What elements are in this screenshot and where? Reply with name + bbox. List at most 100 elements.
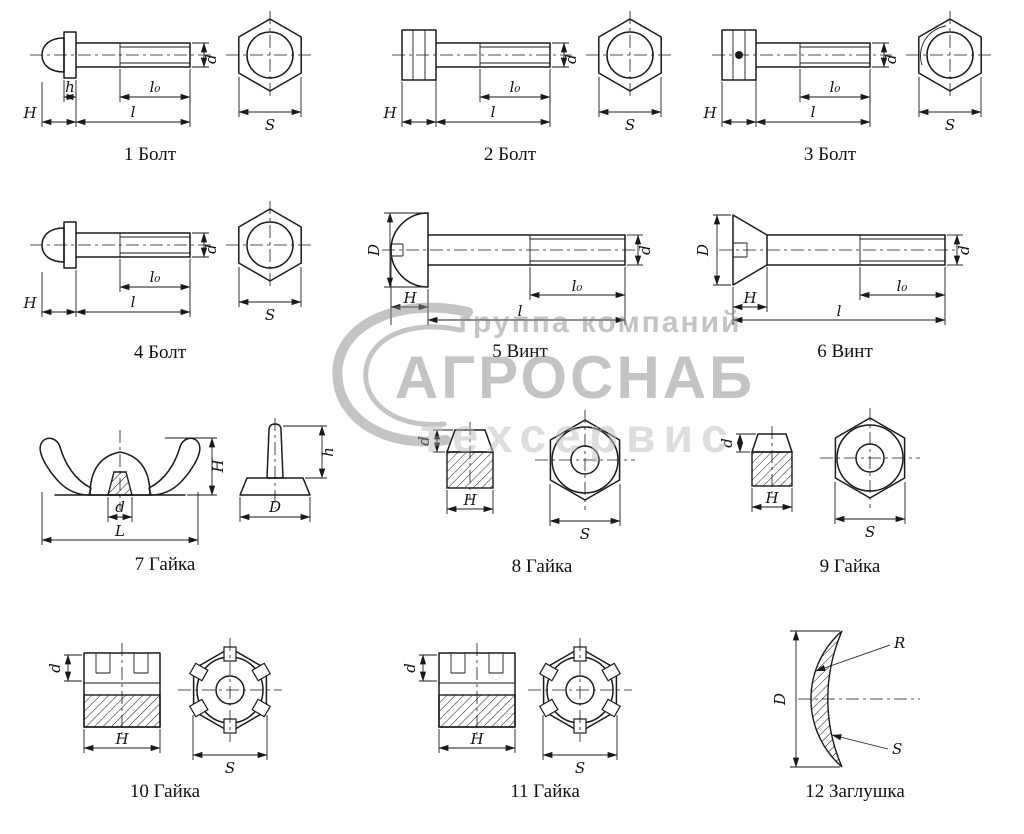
bolt-side-view: l₀ H l d — [702, 29, 900, 127]
dim-label-S: S — [265, 116, 275, 134]
figure-5-caption: 5 Винт — [492, 341, 548, 362]
dim-label-H: H — [462, 491, 477, 509]
dim-label-d: d — [401, 663, 419, 673]
figure-4-caption: 4 Болт — [134, 342, 187, 363]
figure-9-caption: 9 Гайка — [820, 556, 881, 577]
dim-label-D: D — [268, 498, 281, 516]
dim-label-S: S — [265, 306, 275, 324]
dim-label-l0: l₀ — [510, 78, 521, 96]
nut-end-view: S — [527, 637, 633, 777]
plug-shell — [810, 630, 843, 768]
figure-6-screw: D H l₀ l d 6 Винт — [694, 214, 973, 362]
dim-label-S: S — [945, 116, 955, 134]
dim-label-h: h — [65, 78, 75, 96]
bolt-end-view: S — [225, 200, 315, 324]
dim-label-h: h — [319, 447, 337, 457]
nut-side-view: d H — [401, 643, 516, 753]
bolt-end-view: S — [585, 10, 675, 134]
nut-section — [438, 694, 516, 728]
figure-6-caption: 6 Винт — [817, 341, 873, 362]
dim-label-H: H — [742, 289, 757, 307]
figure-8-nut: d H S 8 Гайка — [415, 409, 636, 577]
dim-label-H: H — [22, 294, 37, 312]
dim-label-H: H — [469, 730, 484, 748]
dim-label-H: H — [114, 730, 129, 748]
dim-label-D: D — [771, 693, 789, 706]
nut-end-view: S — [819, 407, 921, 541]
head-hole — [735, 51, 743, 59]
figure-8-caption: 8 Гайка — [512, 556, 573, 577]
dim-label-l: l — [491, 103, 496, 121]
nut-section — [83, 694, 161, 728]
nut-end-view: S — [177, 637, 283, 777]
nut-section — [751, 451, 793, 487]
figure-10-caption: 10 Гайка — [130, 781, 201, 802]
dim-label-l: l — [518, 302, 523, 320]
nut-dome — [89, 451, 151, 496]
watermark: группа компаний АГРОСНАБ техсервис — [332, 302, 752, 463]
figure-7-wing-nut: d L H D h 7 Гайка — [39, 418, 337, 575]
dim-label-S: S — [892, 740, 902, 758]
dim-label-d: d — [882, 54, 900, 64]
dim-label-S: S — [865, 523, 875, 541]
dim-label-l: l — [131, 103, 136, 121]
dim-label-d: d — [46, 663, 64, 673]
nut-side-view: d H — [718, 426, 793, 512]
figure-4-bolt: l₀ H l d S 4 Болт — [22, 200, 315, 363]
dim-label-S: S — [625, 116, 635, 134]
dim-label-d: d — [562, 54, 580, 64]
bolt-end-view: S — [225, 10, 315, 134]
dim-label-H: H — [402, 289, 417, 307]
plug-section-view: D R S — [771, 630, 920, 768]
dim-label-H: H — [702, 104, 717, 122]
dim-label-d: d — [718, 438, 736, 448]
figure-7-caption: 7 Гайка — [135, 554, 196, 575]
figure-12-caption: 12 Заглушка — [805, 781, 905, 802]
figure-11-castle-nut: d H S 11 Гайка — [401, 637, 633, 802]
nut-section — [446, 451, 494, 489]
cotter-hole-arc — [920, 25, 947, 66]
figure-11-caption: 11 Гайка — [510, 781, 580, 802]
nut-side-view: d H — [46, 643, 161, 753]
dim-label-D: D — [365, 244, 383, 257]
dim-label-l0: l₀ — [830, 78, 841, 96]
wing-nut-front-view: d L H — [39, 430, 227, 545]
dim-label-d: d — [202, 54, 220, 64]
watermark-line1: группа компаний — [459, 306, 742, 339]
bolt-side-view: l₀ H l d — [22, 221, 220, 317]
dim-label-d: d — [955, 245, 973, 255]
dim-label-l0: l₀ — [572, 277, 583, 295]
dim-label-H: H — [382, 104, 397, 122]
dim-label-d: d — [115, 498, 125, 516]
dim-label-S: S — [575, 759, 585, 777]
figure-9-nut: d H S 9 Гайка — [718, 407, 921, 577]
figure-12-plug: D R S 12 Заглушка — [771, 630, 920, 802]
figure-1-caption: 1 Болт — [124, 144, 177, 165]
figure-2-caption: 2 Болт — [484, 144, 537, 165]
watermark-line3: техсервис — [420, 410, 736, 463]
figure-3-bolt: l₀ H l d S 3 Болт — [702, 10, 995, 165]
dim-label-R: R — [893, 634, 905, 652]
dim-label-S: S — [580, 525, 590, 543]
dim-label-d: d — [202, 244, 220, 254]
wing-nut-side-view: D h — [239, 418, 337, 522]
wing-blade — [266, 423, 284, 479]
figure-3-caption: 3 Болт — [804, 144, 857, 165]
slot-cuts — [450, 653, 504, 674]
dim-label-l0: l₀ — [150, 268, 161, 286]
bolt-end-view: S — [905, 10, 995, 134]
thread-section — [107, 471, 133, 496]
figure-2-bolt: l₀ H l d S 2 Болт — [382, 10, 675, 165]
nut-side-view: d H — [415, 422, 494, 514]
dim-label-H: H — [22, 104, 37, 122]
laurel-swirl-inner-icon — [363, 324, 463, 428]
figure-1-bolt: h l₀ H l d S 1 Болт — [22, 10, 315, 165]
dim-label-l: l — [811, 103, 816, 121]
laurel-swirl-icon — [332, 302, 473, 447]
dim-label-l0: l₀ — [897, 277, 908, 295]
screw-slot — [733, 242, 748, 258]
dim-label-H: H — [209, 459, 227, 474]
dim-label-D: D — [694, 244, 712, 257]
